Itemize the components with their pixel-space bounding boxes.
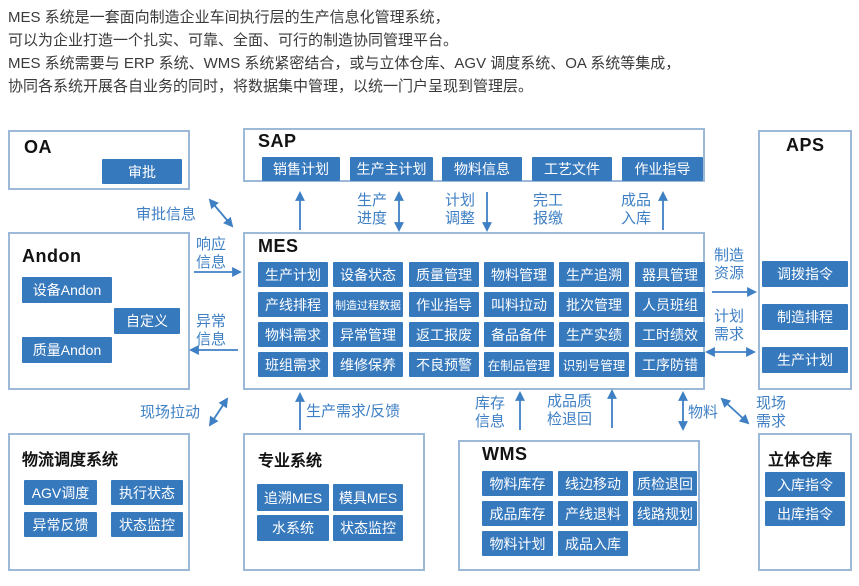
node: 作业指导 [409, 292, 479, 317]
flow-label-response-info: 响应 信息 [196, 236, 227, 271]
node: 异常管理 [333, 322, 403, 347]
node: 不良预警 [409, 352, 479, 377]
node: 状态监控 [111, 512, 183, 537]
node: 销售计划 [262, 157, 340, 181]
node: 物料计划 [482, 531, 553, 556]
intro-line: MES 系统需要与 ERP 系统、WMS 系统紧密结合，或与立体仓库、AGV 调… [8, 55, 681, 72]
sap-panel-title: SAP [258, 131, 297, 151]
flow-label-completion-report: 完工 报缴 [533, 192, 564, 227]
specialized-panel-title: 专业系统 [258, 453, 323, 470]
andon-panel-title: Andon [22, 246, 82, 266]
node: 线路规划 [633, 501, 697, 526]
oa-panel-title: OA [24, 137, 52, 157]
node: 物料需求 [258, 322, 328, 347]
node: 物料管理 [484, 262, 554, 287]
wms-panel-title: WMS [482, 444, 528, 464]
node: 识别号管理 [559, 352, 629, 377]
node: 设备Andon [22, 277, 112, 303]
node: 产线退料 [558, 501, 628, 526]
node: 器具管理 [635, 262, 705, 287]
node: 成品入库 [558, 531, 628, 556]
node: 生产计划 [762, 347, 848, 373]
node: 产线排程 [258, 292, 328, 317]
node: 返工报废 [409, 322, 479, 347]
node: AGV调度 [24, 480, 97, 505]
node: 维修保养 [333, 352, 403, 377]
node: 出库指令 [765, 501, 845, 526]
flow-label-inventory-info: 库存 信息 [475, 395, 506, 430]
node: 生产计划 [258, 262, 328, 287]
flow-label-finished-quality-return: 成品质 检退回 [547, 393, 593, 428]
node: 调拨指令 [762, 261, 848, 287]
flow-label-production-progress: 生产 进度 [357, 192, 388, 227]
node: 质量Andon [22, 337, 112, 363]
node: 工艺文件 [532, 157, 612, 181]
node: 异常反馈 [24, 512, 97, 537]
node: 水系统 [257, 515, 329, 541]
intro-line: 协同各系统开展各自业务的同时，将数据集中管理，以统一门户呈现到管理层。 [8, 78, 534, 95]
node: 工序防错 [635, 352, 705, 377]
flow-label-plan-demand: 计划 需求 [714, 308, 745, 343]
node: 设备状态 [333, 262, 403, 287]
intro-line: MES 系统是一套面向制造企业车间执行层的生产信息化管理系统， [8, 9, 450, 26]
flow-label-finished-goods-inbound: 成品 入库 [621, 192, 652, 227]
node: 制造过程数据 [333, 292, 403, 317]
flow-label-site-pull: 现场拉动 [140, 404, 201, 421]
node: 质量管理 [409, 262, 479, 287]
flow-label-abnormal-info: 异常 信息 [196, 313, 227, 348]
warehouse-panel-title: 立体仓库 [768, 452, 833, 469]
intro-text: MES 系统是一套面向制造企业车间执行层的生产信息化管理系统， 可以为企业打造一… [8, 6, 680, 98]
flow-label-material: 物料 [688, 404, 719, 421]
node: 班组需求 [258, 352, 328, 377]
flow-label-site-demand: 现场 需求 [756, 395, 787, 430]
flow-label-plan-adjustment: 计划 调整 [445, 192, 476, 227]
node: 模具MES [333, 484, 403, 511]
flow-label-approval-info: 审批信息 [136, 206, 197, 223]
node: 备品备件 [484, 322, 554, 347]
logistics-panel-title: 物流调度系统 [22, 452, 119, 469]
flow-label-manufacturing-resources: 制造 资源 [714, 247, 745, 282]
flow-label-production-demand-feedback: 生产需求/反馈 [306, 403, 401, 420]
node: 制造排程 [762, 304, 848, 330]
node: 入库指令 [765, 472, 845, 497]
aps-panel-title: APS [786, 135, 825, 155]
node: 追溯MES [257, 484, 329, 511]
node: 生产追溯 [559, 262, 629, 287]
intro-line: 可以为企业打造一个扎实、可靠、全面、可行的制造协同管理平台。 [8, 32, 459, 49]
mes-panel-title: MES [258, 236, 299, 256]
node: 质检退回 [633, 471, 697, 496]
node: 批次管理 [559, 292, 629, 317]
node: 生产主计划 [350, 157, 433, 181]
node: 物料信息 [442, 157, 522, 181]
node: 叫料拉动 [484, 292, 554, 317]
node: 工时绩效 [635, 322, 705, 347]
node: 执行状态 [111, 480, 183, 505]
node: 状态监控 [333, 515, 403, 541]
node: 自定义 [114, 308, 180, 334]
node: 成品库存 [482, 501, 553, 526]
node: 作业指导 [622, 157, 703, 181]
node: 审批 [102, 159, 182, 184]
node: 生产实绩 [559, 322, 629, 347]
node: 在制品管理 [484, 352, 554, 377]
node: 物料库存 [482, 471, 553, 496]
node: 人员班组 [635, 292, 705, 317]
aps-panel [758, 130, 852, 390]
node: 线边移动 [558, 471, 628, 496]
